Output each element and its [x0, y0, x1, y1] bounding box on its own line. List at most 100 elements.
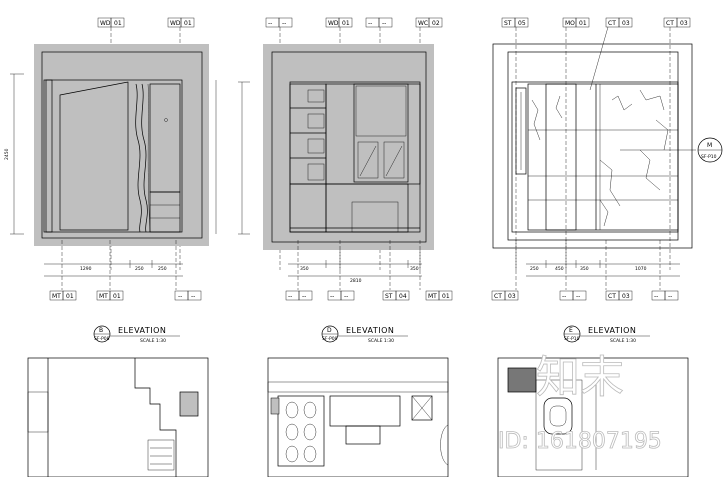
svg-text:ELEVATION: ELEVATION: [346, 326, 394, 335]
watermark: 知末 ID: 161807195: [498, 352, 663, 455]
svg-text:ELEVATION: ELEVATION: [588, 326, 636, 335]
svg-text:WC: WC: [418, 20, 428, 27]
panel-d-plan: [267, 357, 449, 477]
panel-e-top-tag-2: MO 01: [562, 17, 590, 270]
svg-text:01: 01: [184, 20, 192, 27]
panel-b-elevation: WD 01 WD 01 2450: [4, 17, 217, 477]
panel-e-title: E SF-P10 ELEVATION SCALE 1:30: [563, 325, 650, 344]
svg-text:D: D: [327, 327, 332, 334]
panel-b-door-frame: [43, 79, 53, 233]
panel-e-wall: [492, 43, 693, 249]
svg-text:01: 01: [442, 293, 450, 300]
svg-text:--: --: [382, 20, 386, 27]
svg-text:350: 350: [300, 266, 309, 272]
panel-d-bottom-tag-2: -- --: [327, 240, 355, 301]
svg-text:02: 02: [432, 20, 440, 27]
svg-text:--: --: [302, 293, 306, 300]
svg-text:04: 04: [399, 293, 407, 300]
svg-text:知末: 知末: [536, 352, 624, 403]
svg-text:ID: 161807195: ID: 161807195: [498, 429, 662, 454]
svg-text:--: --: [368, 20, 372, 27]
svg-text:250: 250: [158, 266, 167, 272]
svg-text:CT: CT: [608, 20, 616, 27]
svg-text:MO: MO: [565, 20, 575, 27]
panel-e-top-tag-4: CT 03: [663, 17, 691, 270]
svg-text:ST: ST: [385, 293, 393, 300]
svg-text:WD: WD: [170, 20, 181, 27]
panel-e-bottom-tag-1: CT 03: [491, 240, 519, 301]
panel-b-wall-panel: [45, 79, 183, 233]
panel-e-bottom-tag-2: -- --: [559, 240, 587, 301]
panel-b-title: B SF-P08 ELEVATION SCALE 1:30: [93, 325, 180, 344]
svg-text:SCALE 1:30: SCALE 1:30: [140, 338, 166, 344]
panel-b-bottom-tag-1: MT 01: [49, 240, 77, 301]
svg-text:05: 05: [518, 20, 526, 27]
panel-e-wall-panel: [511, 81, 679, 233]
svg-text:450: 450: [555, 266, 564, 272]
svg-text:350: 350: [580, 266, 589, 272]
svg-text:B: B: [99, 327, 103, 334]
svg-text:2450: 2450: [4, 148, 10, 160]
panel-d-bottom-tag-4: MT 01: [419, 240, 453, 301]
panel-b-plan: [27, 357, 209, 477]
svg-text:01: 01: [579, 20, 587, 27]
panel-b-drawers: [149, 191, 181, 233]
svg-text:WD: WD: [328, 20, 339, 27]
panel-b-bottom-tag-2: MT 01: [96, 240, 124, 301]
panel-e-side-tag: M SF-P10: [620, 137, 723, 163]
panel-e-towel-rail: [515, 87, 527, 175]
svg-text:350: 350: [410, 266, 419, 272]
panel-e-top-tag-3: CT 03: [589, 17, 633, 91]
svg-text:CT: CT: [666, 20, 674, 27]
svg-text:SF-P09: SF-P09: [322, 336, 338, 342]
svg-text:M: M: [707, 142, 712, 149]
panel-b-open-door: [59, 81, 129, 231]
panel-d-mirror-cabinet: [353, 83, 409, 183]
svg-text:250: 250: [530, 266, 539, 272]
svg-text:01: 01: [114, 20, 122, 27]
svg-text:--: --: [576, 293, 580, 300]
svg-text:250: 250: [135, 266, 144, 272]
panel-e-mosaic-column: [545, 83, 577, 231]
panel-d-title: D SF-P09 ELEVATION SCALE 1:30: [321, 325, 408, 344]
svg-text:--: --: [330, 293, 334, 300]
panel-d-bottom-tag-3: ST 04: [382, 240, 410, 301]
panel-e-bottom-tag-3: CT 03: [605, 240, 633, 301]
svg-text:01: 01: [113, 293, 121, 300]
svg-text:SCALE 1:30: SCALE 1:30: [368, 338, 394, 344]
svg-text:SF-P10: SF-P10: [701, 154, 717, 160]
svg-text:--: --: [344, 293, 348, 300]
svg-text:--: --: [268, 20, 272, 27]
svg-text:SF-P08: SF-P08: [94, 336, 110, 342]
svg-text:--: --: [654, 293, 658, 300]
svg-text:--: --: [178, 293, 182, 300]
svg-text:--: --: [191, 293, 195, 300]
panel-e-marble-wall: [527, 83, 679, 231]
svg-text:01: 01: [66, 293, 74, 300]
svg-text:--: --: [288, 293, 292, 300]
svg-text:--: --: [668, 293, 672, 300]
svg-text:MT: MT: [99, 293, 108, 300]
panel-d-bottom-tag-1: -- --: [285, 240, 313, 301]
svg-text:--: --: [282, 20, 286, 27]
panel-e-elevation: ST 05 MO 01 CT 03 CT 03: [491, 17, 723, 477]
svg-text:ST: ST: [504, 20, 512, 27]
svg-text:SF-P10: SF-P10: [564, 336, 580, 342]
panel-e-plan: [497, 357, 689, 477]
svg-text:WD: WD: [100, 20, 111, 27]
svg-text:E: E: [569, 327, 573, 334]
svg-text:CT: CT: [494, 293, 502, 300]
svg-text:CT: CT: [608, 293, 616, 300]
svg-text:SCALE 1:30: SCALE 1:30: [610, 338, 636, 344]
panel-e-bottom-tag-4: -- --: [651, 240, 679, 301]
svg-text:--: --: [562, 293, 566, 300]
panel-b-bottom-tag-3: -- --: [174, 240, 202, 301]
svg-text:ELEVATION: ELEVATION: [118, 326, 166, 335]
panel-d-wall: [263, 44, 434, 250]
svg-text:2810: 2810: [350, 278, 362, 284]
svg-text:01: 01: [342, 20, 350, 27]
panel-d-elevation: -- -- WD 01 -- -- WC 02: [238, 17, 453, 477]
svg-text:1070: 1070: [635, 266, 647, 272]
svg-text:1290: 1290: [80, 266, 92, 272]
